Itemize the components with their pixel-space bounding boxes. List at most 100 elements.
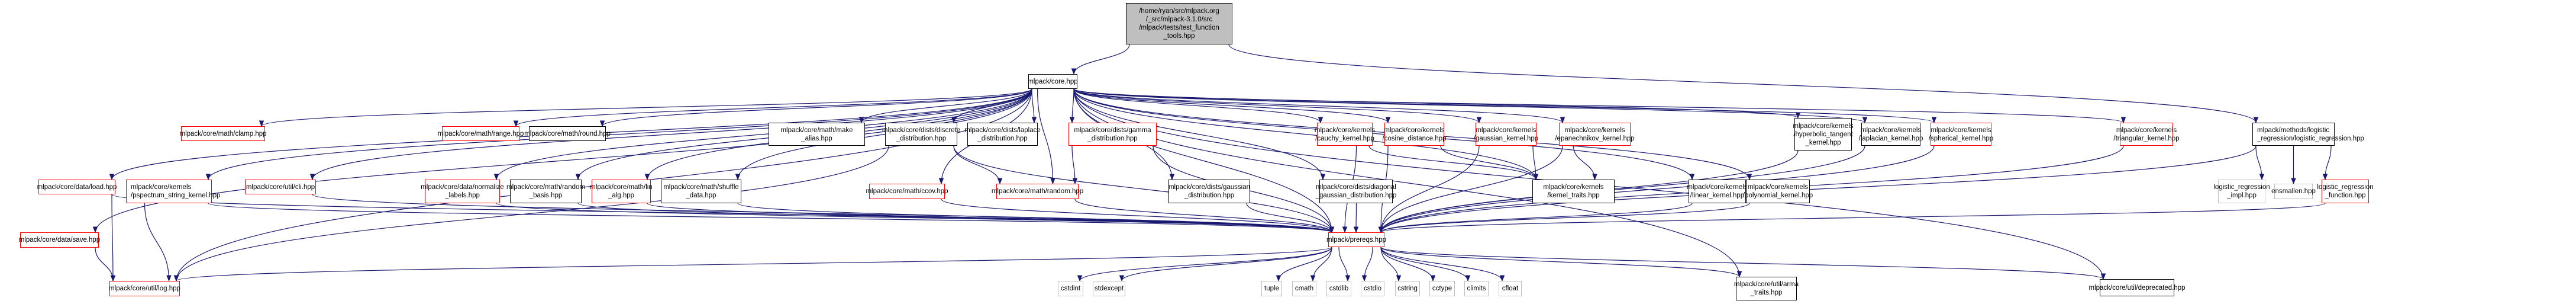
node-logistic-regression[interactable]: mlpack/methods/logistic _regression/logi… <box>2252 123 2364 146</box>
edge-prereqs-to-log <box>174 247 1332 282</box>
edge-core-to-random <box>1037 88 1055 185</box>
edge-prereqs-to-stdexcept <box>1119 247 1332 282</box>
edge-gaussian_dist-to-prereqs <box>1246 203 1335 233</box>
edge-core-to-round <box>599 88 1032 127</box>
edge-prereqs-to-cstdint <box>1077 247 1332 282</box>
node-diagonal-gaussian-distribution[interactable]: mlpack/core/dists/diagonal _gaussian_dis… <box>1316 180 1396 203</box>
edge-prereqs-to-cstring <box>1380 247 1402 282</box>
edge-prereqs-to-cfloat <box>1380 247 1505 282</box>
node-lin-alg[interactable]: mlpack/core/math/lin _alg.hpp <box>590 180 653 203</box>
edge-prereqs-to-cstdio <box>1361 247 1373 282</box>
node-data-load[interactable]: mlpack/core/data/load.hpp <box>37 180 117 194</box>
edge-core-to-linear <box>1073 88 1695 181</box>
edge-logreg-to-logreg_function <box>2322 145 2332 181</box>
node-arma-traits[interactable]: mlpack/core/util/arma _traits.hpp <box>1734 277 1799 300</box>
edge-logreg-to-prereqs <box>1378 145 2257 233</box>
node-triangular-kernel[interactable]: mlpack/core/kernels /triangular_kernel.h… <box>2113 123 2180 146</box>
node-round[interactable]: mlpack/core/math/round.hpp <box>524 126 611 141</box>
node-make-alias[interactable]: mlpack/core/math/make _alias.hpp <box>769 123 865 146</box>
edge-core-to-cauchy <box>1073 88 1323 124</box>
node-ccov[interactable]: mlpack/core/math/ccov.hpp <box>866 184 948 199</box>
node-cstdint: cstdint <box>1058 281 1083 296</box>
edge-core-to-range <box>513 88 1032 127</box>
node-random-basis[interactable]: mlpack/core/math/random _basis.hpp <box>506 180 585 203</box>
edge-logreg_function-to-prereqs <box>1379 203 2326 233</box>
node-hyperbolic-tangent-kernel[interactable]: mlpack/core/kernels /hyperbolic_tangent … <box>1793 118 1854 151</box>
node-logistic-regression-function[interactable]: logistic_regression _function.hpp <box>2317 180 2374 203</box>
node-epanechnikov-kernel[interactable]: mlpack/core/kernels /epanechnikov_kernel… <box>1555 123 1635 146</box>
node-laplace-distribution[interactable]: mlpack/core/dists/laplace _distribution.… <box>964 123 1041 146</box>
node-gaussian-distribution[interactable]: mlpack/core/dists/gaussian _distribution… <box>1168 180 1250 203</box>
node-normalize-labels[interactable]: mlpack/core/data/normalize _labels.hpp <box>421 180 504 203</box>
node-polynomial-kernel[interactable]: mlpack/core/kernels /polynomial_kernel.h… <box>1743 180 1813 203</box>
node-shuffle-data[interactable]: mlpack/core/math/shuffle _data.hpp <box>661 180 741 203</box>
edge-discrete-to-random <box>953 145 1003 185</box>
edge-laplacian-to-prereqs <box>1378 145 1865 233</box>
edge-discrete-to-log <box>173 145 889 282</box>
node-core[interactable]: mlpack/core.hpp <box>1028 74 1078 89</box>
edge-core-to-prereqs <box>1073 88 1335 233</box>
edge-pspectrum-to-prereqs <box>208 203 1334 233</box>
node-cmath: cmath <box>1292 281 1316 296</box>
node-range[interactable]: mlpack/core/math/range.hpp <box>438 126 524 141</box>
edge-core-to-diagonal <box>1073 88 1326 181</box>
node-cosine-distance[interactable]: mlpack/core/kernels /cosine_distance.hpp <box>1382 123 1447 146</box>
edge-core-to-normalize <box>493 88 1032 181</box>
node-deprecated[interactable]: mlpack/core/util/deprecated.hpp <box>2089 279 2186 296</box>
edge-core-to-epanechnikov <box>1073 88 1565 124</box>
edge-core-to-cosine <box>1073 88 1391 124</box>
node-clamp[interactable]: mlpack/core/math/clamp.hpp <box>180 126 267 141</box>
node-linear-kernel[interactable]: mlpack/core/kernels /linear_kernel.hpp <box>1687 180 1748 203</box>
edge-random_basis-to-prereqs <box>577 203 1334 233</box>
node-cstdlib: cstdlib <box>1326 281 1351 296</box>
node-stdexcept: stdexcept <box>1093 281 1125 296</box>
edge-logreg-to-logreg_impl <box>2255 145 2265 181</box>
edge-save-to-log <box>95 247 116 282</box>
node-cctype: cctype <box>1429 281 1455 296</box>
edge-discrete-to-prereqs <box>953 145 1335 233</box>
edge-core-to-gaussian_kernel <box>1073 88 1482 124</box>
node-cauchy-kernel[interactable]: mlpack/core/kernels /cauchy_kernel.hpp <box>1315 123 1375 146</box>
node-pspectrum-string-kernel[interactable]: mlpack/core/kernels /pspectrum_string_ke… <box>126 180 221 203</box>
edge-polynomial-to-prereqs <box>1378 203 1750 233</box>
node-discrete-distribution[interactable]: mlpack/core/dists/discrete _distribution… <box>882 123 960 146</box>
edge-normalize-to-prereqs <box>496 203 1334 233</box>
edge-shuffle-to-prereqs <box>737 203 1334 233</box>
node-gaussian-kernel[interactable]: mlpack/core/kernels /gaussian_kernel.hpp <box>1474 123 1538 146</box>
edge-core-to-pspectrum <box>205 88 1032 181</box>
edge-linear-to-prereqs <box>1378 203 1693 233</box>
edge-core-to-cli <box>309 88 1032 181</box>
node-util-cli[interactable]: mlpack/core/util/cli.hpp <box>245 180 316 194</box>
edge-diagonal-to-prereqs <box>1353 203 1359 233</box>
edge-pspectrum-to-log <box>144 203 172 282</box>
node-root-file: /home/ryan/src/mlpack.org /_src/mlpack-3… <box>1126 3 1232 44</box>
node-prereqs[interactable]: mlpack/prereqs.hpp <box>1326 232 1386 247</box>
edge-core-to-gamma <box>1069 88 1075 124</box>
node-climits: climits <box>1464 281 1489 296</box>
node-laplacian-kernel[interactable]: mlpack/core/kernels /laplacian_kernel.hp… <box>1859 123 1923 146</box>
edge-core-to-kernel_traits <box>1073 88 1539 181</box>
edge-prereqs-to-cstdlib <box>1338 247 1351 282</box>
edge-lin_alg-to-prereqs <box>647 203 1334 233</box>
node-gamma-distribution[interactable]: mlpack/core/dists/gamma _distribution.hp… <box>1069 123 1157 146</box>
edge-core-to-shuffle <box>735 88 1032 181</box>
edge-gamma-to-random <box>1071 145 1078 185</box>
edge-core-to-hyperbolic <box>1073 88 1800 119</box>
edge-gaussian_kernel-to-prereqs <box>1378 145 1480 233</box>
node-ensmallen: ensmallen.hpp <box>2271 184 2316 199</box>
node-kernel-traits[interactable]: mlpack/core/kernels /kernel_traits.hpp <box>1532 180 1615 203</box>
edge-root-to-core <box>1071 44 1130 75</box>
edge-prereqs-to-tuple <box>1276 247 1332 282</box>
node-cfloat: cfloat <box>1499 281 1522 296</box>
node-data-save[interactable]: mlpack/core/data/save.hpp <box>19 232 100 248</box>
node-spherical-kernel[interactable]: mlpack/core/kernels /spherical_kernel.hp… <box>1929 123 1993 146</box>
edge-core-to-save <box>92 88 1032 233</box>
node-random[interactable]: mlpack/core/math/random.hpp <box>992 184 1083 199</box>
node-util-log[interactable]: mlpack/core/util/log.hpp <box>109 281 180 296</box>
edge-load-to-log <box>110 194 116 282</box>
edge-core-to-laplace <box>1031 88 1037 124</box>
node-cstring: cstring <box>1395 281 1420 296</box>
edge-core-to-clamp <box>259 88 1032 127</box>
edge-core-to-triangular <box>1073 88 2126 124</box>
